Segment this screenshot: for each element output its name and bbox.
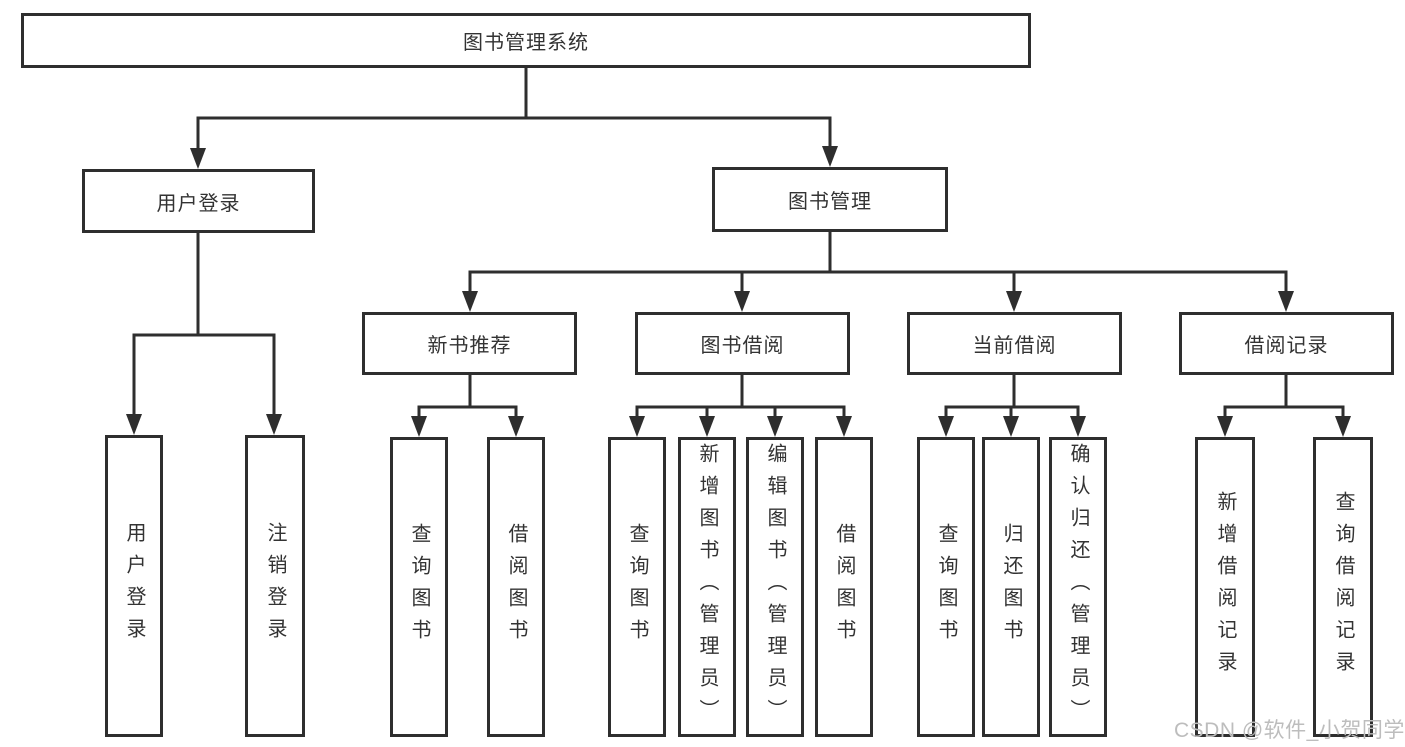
node-confirm-return-admin: 确认归还（管理员） bbox=[1049, 437, 1107, 737]
leaf-label: 归还图书 bbox=[1000, 523, 1022, 651]
node-return-books: 归还图书 bbox=[982, 437, 1040, 737]
node-book-management: 图书管理 bbox=[712, 167, 948, 232]
csdn-watermark: CSDN @软件_小贺同学 bbox=[1174, 719, 1405, 742]
node-query-books-borrow: 查询图书 bbox=[608, 437, 666, 737]
leaf-label: 借阅图书 bbox=[505, 523, 527, 651]
node-user-login: 用户登录 bbox=[82, 169, 315, 233]
node-book-borrowing: 图书借阅 bbox=[635, 312, 850, 375]
node-current-borrowing: 当前借阅 bbox=[907, 312, 1122, 375]
node-edit-book-admin: 编辑图书（管理员） bbox=[746, 437, 804, 737]
node-add-borrow-record: 新增借阅记录 bbox=[1195, 437, 1255, 737]
leaf-label: 查询图书 bbox=[408, 523, 430, 651]
node-new-book-recommendation: 新书推荐 bbox=[362, 312, 577, 375]
leaf-label: 查询图书 bbox=[935, 523, 957, 651]
leaf-label: 查询借阅记录 bbox=[1332, 491, 1354, 683]
node-add-book-admin: 新增图书（管理员） bbox=[678, 437, 736, 737]
leaf-label: 新增图书（管理员） bbox=[696, 443, 718, 731]
node-query-borrow-record: 查询借阅记录 bbox=[1313, 437, 1373, 737]
leaf-label: 查询图书 bbox=[626, 523, 648, 651]
node-query-books-recommend: 查询图书 bbox=[390, 437, 448, 737]
leaf-label: 用户登录 bbox=[123, 522, 145, 650]
leaf-label: 新增借阅记录 bbox=[1214, 491, 1236, 683]
node-query-books-current: 查询图书 bbox=[917, 437, 975, 737]
node-library-management-system: 图书管理系统 bbox=[21, 13, 1031, 68]
node-borrowing-records: 借阅记录 bbox=[1179, 312, 1394, 375]
leaf-label: 借阅图书 bbox=[833, 523, 855, 651]
node-user-login-leaf: 用户登录 bbox=[105, 435, 163, 737]
node-borrow-books-leaf: 借阅图书 bbox=[815, 437, 873, 737]
node-borrow-books-recommend: 借阅图书 bbox=[487, 437, 545, 737]
leaf-label: 确认归还（管理员） bbox=[1067, 443, 1089, 731]
leaf-label: 编辑图书（管理员） bbox=[764, 443, 786, 731]
leaf-label: 注销登录 bbox=[264, 522, 286, 650]
node-logout: 注销登录 bbox=[245, 435, 305, 737]
arrowheads bbox=[126, 146, 1351, 437]
